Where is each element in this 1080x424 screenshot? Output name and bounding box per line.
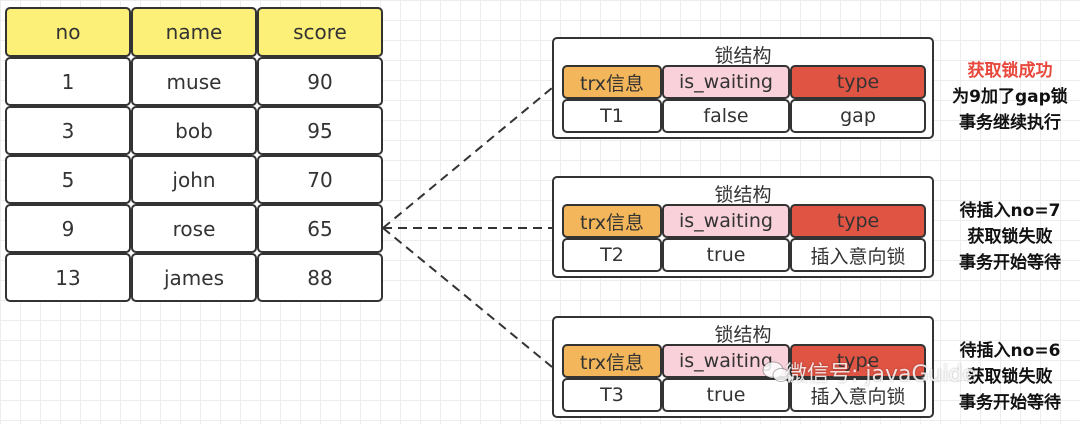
lock-col-trx: trx信息 xyxy=(562,65,662,99)
lock-val-is-waiting: true xyxy=(662,238,790,272)
note-line: 获取锁失败 xyxy=(967,227,1053,247)
lock-col-type: type xyxy=(790,204,926,238)
cell-no: 9 xyxy=(5,204,131,253)
lock-val-is-waiting: false xyxy=(662,99,790,133)
cell-no: 5 xyxy=(5,155,131,204)
lock-structure-3: 锁结构 trx信息 is_waiting type T3 true 插入意向锁 xyxy=(552,316,934,418)
note-line: 事务继续执行 xyxy=(959,113,1061,133)
header-no: no xyxy=(5,7,131,57)
lock-val-is-waiting: true xyxy=(662,378,790,412)
header-score: score xyxy=(257,7,383,57)
lock-col-is-waiting: is_waiting xyxy=(662,344,790,378)
cell-name: rose xyxy=(131,204,257,253)
lock-title: 锁结构 xyxy=(714,45,772,67)
lock-val-type: 插入意向锁 xyxy=(790,378,926,412)
note-lock-2: 待插入no=7 获取锁失败 事务开始等待 xyxy=(940,198,1080,276)
cell-name: james xyxy=(131,253,257,302)
lock-col-trx: trx信息 xyxy=(562,204,662,238)
note-line: 事务开始等待 xyxy=(959,393,1061,413)
note-lock-3: 待插入no=6 获取锁失败 事务开始等待 xyxy=(940,338,1080,416)
cell-score: 65 xyxy=(257,204,383,253)
header-name: name xyxy=(131,7,257,57)
lock-col-type: type xyxy=(790,344,926,378)
note-line: 待插入no=7 xyxy=(959,201,1061,221)
cell-no: 3 xyxy=(5,106,131,155)
lock-val-type: gap xyxy=(790,99,926,133)
note-line: 获取锁失败 xyxy=(967,367,1053,387)
lock-structure-2: 锁结构 trx信息 is_waiting type T2 true 插入意向锁 xyxy=(552,176,934,278)
lock-col-type: type xyxy=(790,65,926,99)
lock-val-type: 插入意向锁 xyxy=(790,238,926,272)
cell-no: 1 xyxy=(5,57,131,106)
connector-line-lock-3 xyxy=(382,227,553,368)
lock-col-trx: trx信息 xyxy=(562,344,662,378)
lock-val-trx: T3 xyxy=(562,378,662,412)
note-lock-1: 获取锁成功 为9加了gap锁 事务继续执行 xyxy=(940,58,1080,136)
cell-name: john xyxy=(131,155,257,204)
cell-score: 95 xyxy=(257,106,383,155)
cell-name: bob xyxy=(131,106,257,155)
note-line: 事务开始等待 xyxy=(959,253,1061,273)
lock-structure-1: 锁结构 trx信息 is_waiting type T1 false gap xyxy=(552,37,934,139)
cell-score: 70 xyxy=(257,155,383,204)
lock-val-trx: T1 xyxy=(562,99,662,133)
note-line: 获取锁成功 xyxy=(967,61,1053,81)
note-line: 待插入no=6 xyxy=(959,341,1061,361)
lock-title: 锁结构 xyxy=(714,324,772,346)
cell-score: 90 xyxy=(257,57,383,106)
lock-val-trx: T2 xyxy=(562,238,662,272)
lock-title: 锁结构 xyxy=(714,184,772,206)
note-line: 为9加了gap锁 xyxy=(952,87,1068,107)
lock-col-is-waiting: is_waiting xyxy=(662,65,790,99)
cell-no: 13 xyxy=(5,253,131,302)
cell-name: muse xyxy=(131,57,257,106)
cell-score: 88 xyxy=(257,253,383,302)
lock-col-is-waiting: is_waiting xyxy=(662,204,790,238)
connector-line-lock-1 xyxy=(382,87,553,229)
